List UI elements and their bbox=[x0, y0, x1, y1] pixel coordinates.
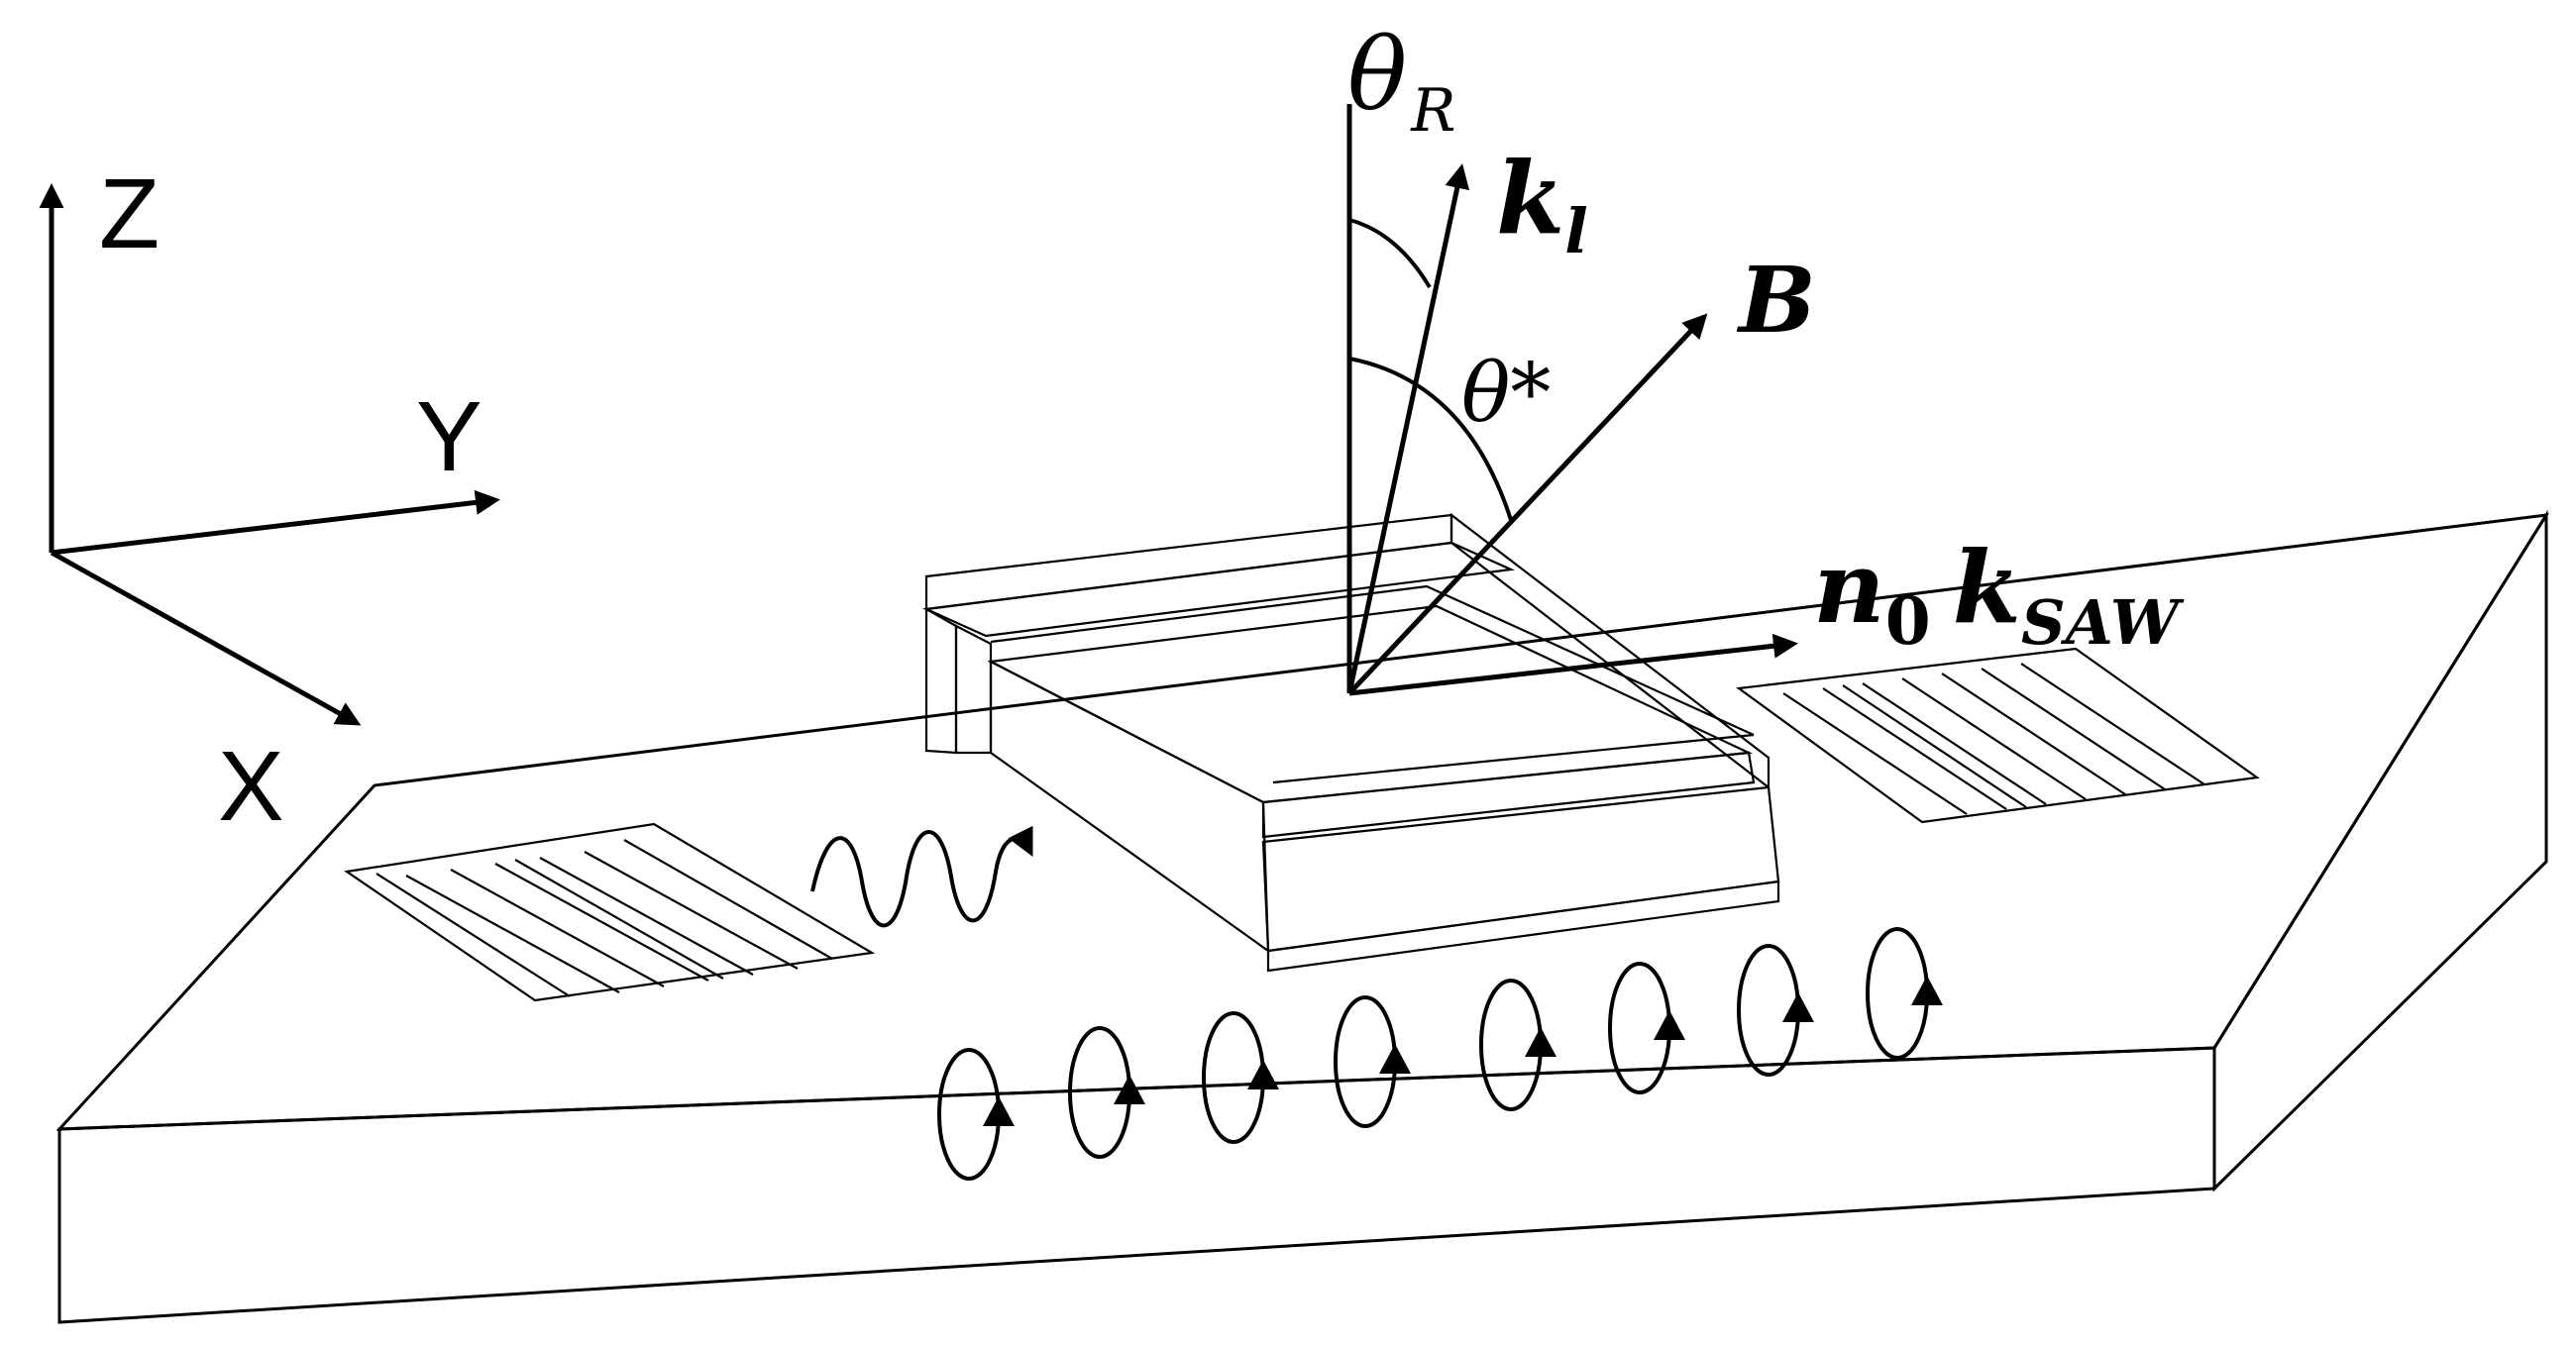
sample-stack bbox=[921, 512, 1780, 973]
rotation-arrowhead bbox=[1782, 992, 1814, 1022]
rotation-arrowhead bbox=[1911, 976, 1943, 1005]
rotation-arrowhead bbox=[983, 1096, 1015, 1126]
b-field-label: B bbox=[1736, 247, 1816, 354]
sample-top-face bbox=[987, 604, 1754, 804]
theta-star-label: θ* bbox=[1461, 347, 1551, 441]
z-axis-label: Z bbox=[99, 158, 160, 269]
k-l-label: kl bbox=[1496, 140, 1588, 267]
substrate-side-face bbox=[2212, 509, 2548, 1192]
rotation-arrowhead bbox=[1379, 1044, 1411, 1074]
right-idt-transducer bbox=[1736, 647, 2260, 824]
b-field-vector bbox=[1347, 313, 1708, 695]
rotation-arrowhead bbox=[1247, 1060, 1279, 1089]
coordinate-axes: Z Y X bbox=[39, 158, 500, 842]
y-axis bbox=[51, 489, 500, 556]
theta-r-label: θR bbox=[1347, 17, 1455, 146]
n0-ksaw-vector bbox=[1348, 633, 1798, 696]
x-axis-label: X bbox=[218, 731, 284, 842]
k-l-vector bbox=[1346, 163, 1470, 694]
left-idt-transducer bbox=[344, 822, 876, 1002]
piezoelectric-substrate bbox=[55, 509, 2549, 1324]
rotation-arrowhead bbox=[1654, 1010, 1685, 1040]
theta-r-arc bbox=[1348, 218, 1432, 289]
theta-star-arc bbox=[1348, 357, 1513, 521]
saw-wave-squiggle bbox=[810, 825, 1033, 928]
rotation-arrowhead bbox=[1525, 1027, 1556, 1057]
rotation-arrowhead bbox=[1114, 1075, 1145, 1104]
vectors bbox=[1346, 104, 1798, 696]
y-axis-label: Y bbox=[416, 381, 483, 492]
particle-motion-ellipses bbox=[937, 927, 1943, 1181]
x-axis bbox=[50, 550, 362, 726]
